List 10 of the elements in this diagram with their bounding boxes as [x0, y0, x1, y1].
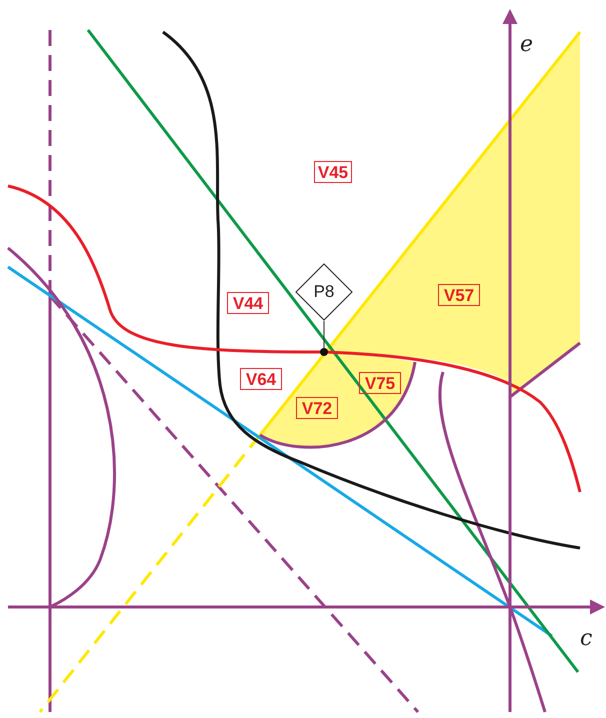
region-label: V75: [359, 372, 401, 394]
point-marker: [320, 348, 328, 356]
region-label: V45: [314, 161, 352, 183]
region-label: V57: [438, 284, 480, 306]
diamond-node: P8: [295, 263, 353, 321]
axis-label: c: [580, 628, 592, 650]
region-label: V72: [296, 397, 338, 419]
axis-label: e: [520, 34, 534, 56]
region-label: V64: [240, 368, 282, 390]
region-label: V44: [227, 292, 269, 314]
